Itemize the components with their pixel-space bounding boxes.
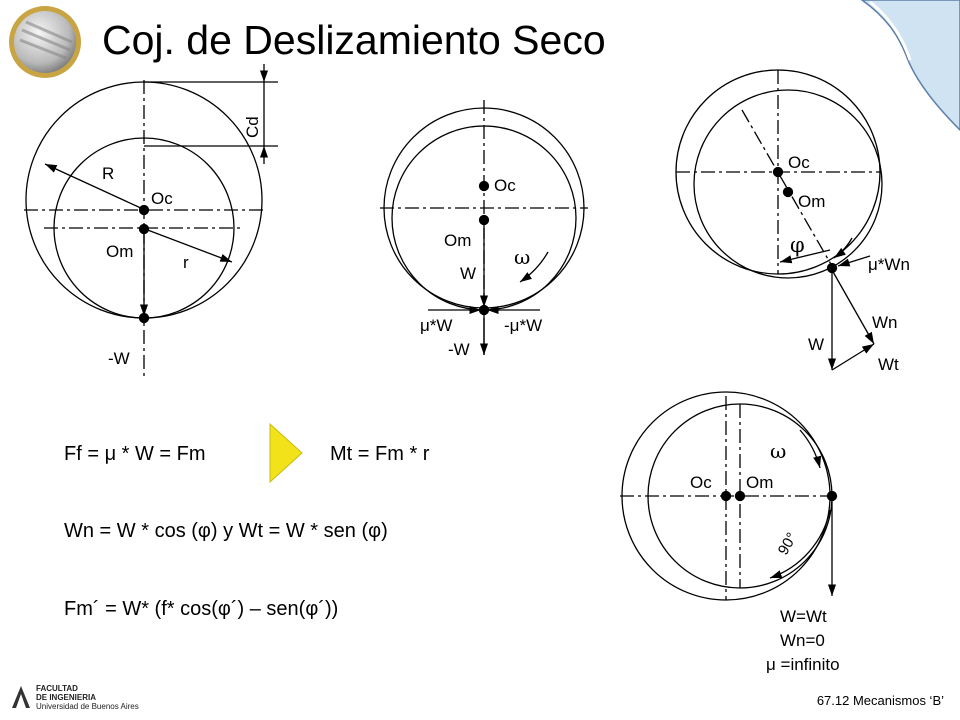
fig2-label-omega: ω	[514, 245, 530, 269]
implies-arrow-icon	[269, 422, 303, 484]
page-curl-decoration	[860, 0, 960, 132]
fig1-label-minus-w: -W	[108, 349, 130, 368]
fig2-label-oc: Oc	[494, 176, 516, 195]
fig2-label-minus-w: -W	[448, 340, 470, 359]
fig3-label-wt: Wt	[878, 355, 899, 374]
figure-4	[620, 391, 838, 601]
fig1-label-r: r	[183, 253, 189, 272]
figure-3	[675, 69, 883, 371]
fig1-label-cd: Cd	[243, 116, 262, 138]
fig3-label-mu-wn: μ*Wn	[868, 255, 910, 274]
formula-torque: Mt = Fm * r	[330, 443, 430, 465]
formula-fm-prime: Fm´ = W* (f* cos(φ´) – sen(φ´))	[64, 598, 339, 620]
logo-line-2: DE INGENIERIA	[36, 693, 97, 702]
faculty-logo-text: FACULTAD DE INGENIERIA Universidad de Bu…	[36, 684, 139, 711]
fig2-label-minus-mu-w: -μ*W	[504, 316, 542, 335]
fig4-label-om: Om	[746, 473, 773, 492]
figure-1	[24, 64, 278, 378]
fig2-label-w: W	[460, 264, 476, 283]
fig4-label-angle: 90°	[775, 530, 801, 558]
fig1-label-oc: Oc	[151, 189, 173, 208]
fig2-label-om: Om	[444, 231, 471, 250]
fig3-label-w: W	[808, 335, 824, 354]
fig1-label-R: R	[102, 164, 114, 183]
logo-line-3: Universidad de Buenos Aires	[36, 702, 139, 711]
fig3-journal-circle	[693, 89, 883, 279]
faculty-logo-icon	[10, 684, 32, 715]
page-title: Coj. de Deslizamiento Seco	[102, 17, 606, 63]
fig4-label-mu-infinite: μ =infinito	[766, 655, 840, 674]
footer-course-label: 67.12 Mecanismos ‘B’	[816, 693, 944, 708]
fig4-label-oc: Oc	[690, 473, 712, 492]
figure-2	[380, 100, 588, 355]
fig4-label-w-equals-wt: W=Wt	[780, 607, 827, 626]
fig4-label-wn-zero: Wn=0	[780, 631, 825, 650]
fig4-label-omega: ω	[770, 439, 786, 463]
fig3-label-phi: φ	[790, 233, 805, 257]
formula-components: Wn = W * cos (φ) y Wt = W * sen (φ)	[64, 520, 388, 542]
fig3-label-oc: Oc	[788, 153, 810, 172]
fig1-label-om: Om	[106, 242, 133, 261]
formula-friction: Ff = μ * W = Fm	[64, 443, 206, 465]
fig3-label-om: Om	[798, 192, 825, 211]
faculty-emblem-icon	[9, 6, 81, 78]
fig2-label-mu-w: μ*W	[420, 316, 452, 335]
fig3-label-wn: Wn	[872, 313, 898, 332]
logo-line-1: FACULTAD	[36, 684, 78, 693]
